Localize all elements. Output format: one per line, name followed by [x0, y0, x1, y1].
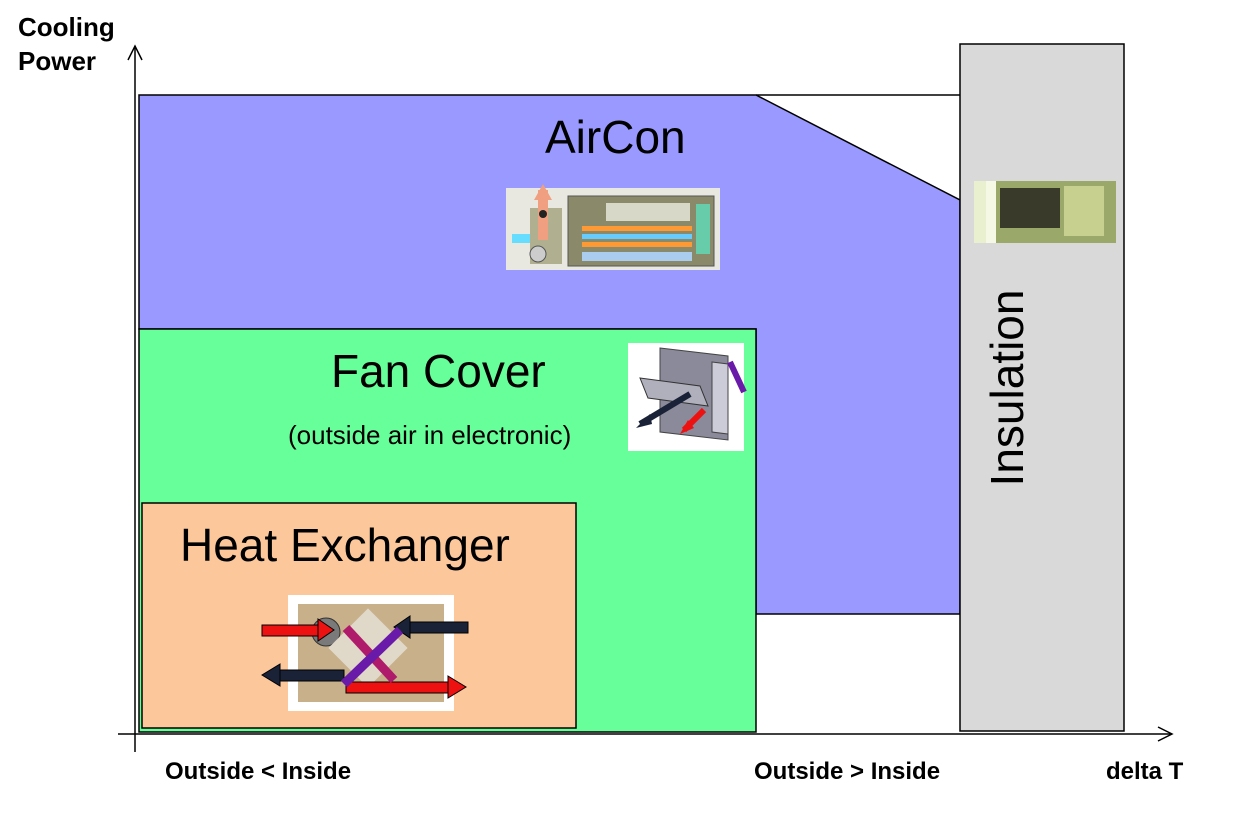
insulation-photo [974, 181, 1116, 243]
aircon-title: AirCon [545, 111, 686, 163]
y-axis-label: Cooling Power [18, 10, 115, 78]
y-axis-arrowhead [127, 44, 143, 61]
x-axis-arrowhead [1157, 726, 1174, 742]
fan-cover-subtitle: (outside air in electronic) [288, 420, 572, 450]
heat-exchanger-image [261, 595, 469, 711]
insulation-region [959, 43, 1125, 732]
y-axis-label-line1: Cooling [18, 12, 115, 42]
heat-exchanger-arrows [261, 615, 469, 699]
x-axis-label: delta T [1106, 758, 1184, 785]
fan-cover-image [628, 343, 747, 451]
x-right-tick-label: Outside > Inside [754, 758, 941, 785]
x-left-tick-label: Outside < Inside [165, 758, 352, 785]
aircon-schematic-image [506, 184, 720, 270]
fan-cover-title: Fan Cover [331, 345, 546, 397]
y-axis-label-line2: Power [18, 46, 97, 76]
heat-exchanger-title: Heat Exchanger [180, 519, 510, 571]
insulation-title: Insulation [981, 289, 1033, 487]
